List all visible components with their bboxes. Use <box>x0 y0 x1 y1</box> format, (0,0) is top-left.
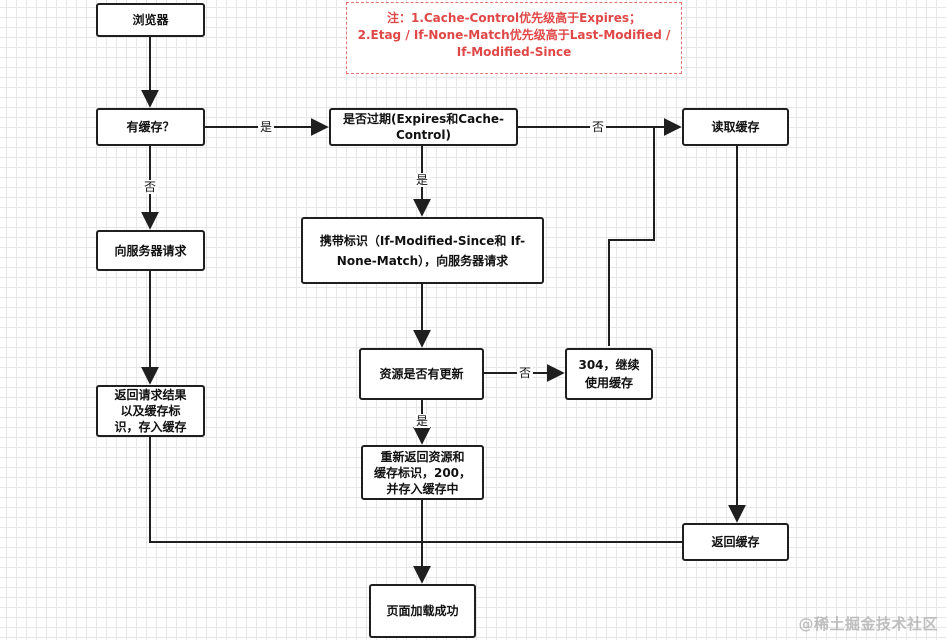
node-resource-updated[interactable]: 资源是否有更新 <box>359 348 484 400</box>
edge-return-result-to-merge <box>149 437 422 543</box>
node-has-cache[interactable]: 有缓存？ <box>96 108 205 146</box>
node-use-cache-304[interactable]: 304，继续 使用缓存 <box>565 348 653 400</box>
label-updated-no: 否 <box>517 366 534 380</box>
watermark: @稀土掘金技术社区 <box>798 615 938 633</box>
node-read-cache[interactable]: 读取缓存 <box>682 108 789 146</box>
node-new-resource[interactable]: 重新返回资源和 缓存标识，200， 并存入缓存中 <box>361 445 484 500</box>
edge-304-to-read-cache <box>608 127 655 346</box>
node-carry-tag[interactable]: 携带标识（If-Modified-Since和 If- None-Match），… <box>301 217 544 284</box>
label-expired-yes: 是 <box>414 173 431 187</box>
node-expired-check[interactable]: 是否过期(Expires和Cache- Control) <box>329 108 518 146</box>
priority-note: 注：1.Cache-Control优先级高于Expires； 2.Etag / … <box>346 2 682 74</box>
node-request-server[interactable]: 向服务器请求 <box>96 230 205 271</box>
node-return-cache[interactable]: 返回缓存 <box>682 523 789 561</box>
label-expired-no: 否 <box>590 120 607 134</box>
node-browser[interactable]: 浏览器 <box>96 3 205 37</box>
label-has-cache-no: 否 <box>142 180 159 194</box>
label-updated-yes: 是 <box>414 414 431 428</box>
node-return-result[interactable]: 返回请求结果 以及缓存标 识，存入缓存 <box>96 385 205 437</box>
label-has-cache-yes: 是 <box>258 120 275 134</box>
node-page-loaded[interactable]: 页面加载成功 <box>369 584 476 638</box>
